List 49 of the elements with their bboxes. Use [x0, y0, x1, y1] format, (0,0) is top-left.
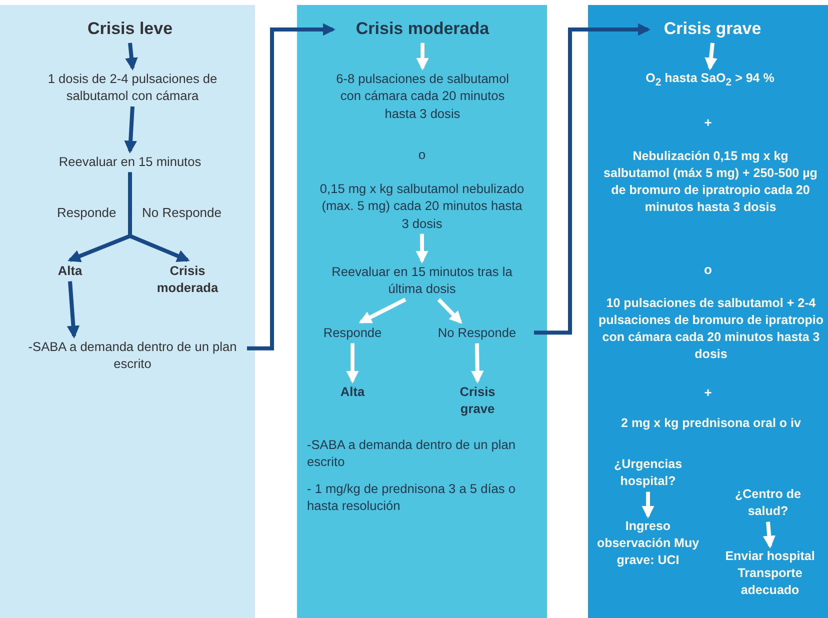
step-text: ¿Urgencias hospital? — [598, 456, 698, 490]
step-text: 10 pulsaciones de salbutamol + 2-4 pulsaciones de bromuro de ipratropio con cámara cada 20 minutos hasta 3 dosis — [594, 295, 828, 362]
connector-word: o — [418, 147, 426, 162]
arrow — [437, 298, 462, 324]
arrow — [762, 522, 776, 549]
step-text: Alta — [40, 262, 100, 280]
step-text: Reevaluar en 15 minutos — [30, 153, 230, 170]
connector-word: + — [704, 385, 712, 400]
edge-label: Responde — [55, 205, 118, 220]
column-heading: Crisis grave — [650, 18, 775, 41]
step-text: No Responde — [422, 324, 532, 342]
column-panel — [297, 5, 547, 618]
arrow — [66, 281, 80, 339]
column-heading: Crisis moderada — [335, 18, 510, 41]
column-panel — [588, 5, 828, 618]
connector-word: o — [704, 262, 712, 277]
arrow — [416, 42, 429, 71]
connector-word: + — [704, 115, 712, 130]
step-text: ¿Centro de salud? — [718, 486, 818, 520]
arrow — [358, 298, 406, 324]
step-text: Enviar hospital Transporte adecuado — [712, 548, 828, 599]
step-text: Crisis moderada — [140, 262, 235, 297]
step-text: -SABA a demanda dentro de un plan escrito — [307, 436, 522, 471]
step-text: - 1 mg/kg de prednisona 3 a 5 días o hasta resolución — [307, 480, 522, 515]
arrow — [346, 343, 359, 384]
arrow — [704, 42, 718, 71]
arrow — [124, 106, 137, 154]
arrow — [642, 492, 654, 519]
step-text: Nebulización 0,15 mg x kg salbutamol (máx 5 mg) + 250-500 µg de bromuro de ipratropio cada 20 minutos hasta 3 dosis — [603, 148, 818, 216]
step-text: Crisis grave — [445, 383, 510, 418]
column-panel — [0, 5, 255, 618]
step-text: -SABA a demanda dentro de un plan escrito — [20, 338, 245, 373]
arrow — [247, 23, 336, 350]
step-text: Responde — [310, 324, 395, 342]
step-text: Alta — [325, 383, 380, 400]
step-text: 1 dosis de 2-4 pulsaciones de salbutamol con cámara — [25, 70, 240, 105]
arrow — [470, 343, 484, 384]
step-text: 6-8 pulsaciones de salbutamol con cámara cada 20 minutos hasta 3 dosis — [330, 70, 515, 122]
step-text: O$_{2}$ hasta SaO$_{2}$ > 94 % — [600, 70, 820, 91]
edge-label: No Responde — [140, 205, 224, 220]
step-text: 0,15 mg x kg salbutamol nebulizado (max. 5 mg) cada 20 minutos hasta 3 dosis — [317, 180, 527, 232]
step-text: 2 mg x kg prednisona oral o iv — [596, 415, 826, 432]
arrow — [416, 234, 428, 264]
arrow — [128, 170, 190, 262]
arrow — [125, 42, 138, 71]
step-text: Ingreso observación Muy grave: UCI — [588, 518, 708, 569]
column-heading: Crisis leve — [60, 18, 200, 41]
step-text: Reevaluar en 15 minutos tras la última dosis — [318, 263, 526, 298]
arrow — [534, 23, 651, 335]
